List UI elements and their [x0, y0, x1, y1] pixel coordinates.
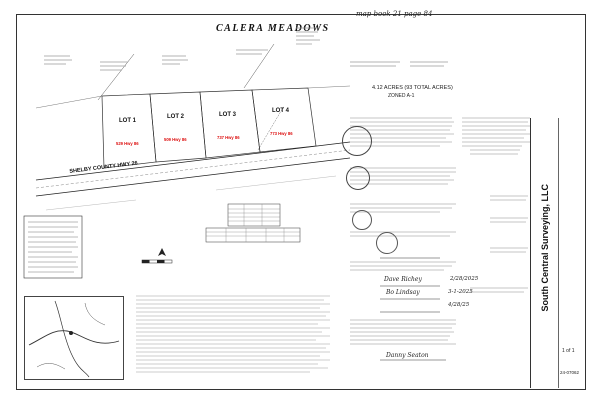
highway-line-top: [35, 141, 351, 181]
lot-4-label: LOT 4: [272, 108, 290, 114]
lot-2-bearing: 509 Hwy 86: [164, 137, 187, 142]
highway-line-bottom: [35, 157, 351, 197]
signature-date-2: 3-1-2025: [448, 289, 473, 295]
seal-stamp-3: [352, 210, 372, 230]
dimension-line-2: [215, 175, 337, 191]
signature-1: Dave Richey: [384, 276, 422, 283]
acreage-label: 4.12 ACRES (93 TOTAL ACRES): [372, 85, 453, 91]
parcel-line-left: [35, 95, 103, 109]
highway-line-center: [35, 149, 351, 189]
seal-stamp-2: [346, 166, 370, 190]
title-block: [530, 118, 585, 388]
parcel-line-right: [307, 85, 351, 89]
lot-4-bearing: 773 Hwy 86: [270, 131, 293, 136]
lot-1-label: LOT 1: [119, 118, 137, 124]
vicinity-map: [24, 296, 124, 380]
lot-2-label: LOT 2: [167, 114, 185, 120]
lot-3-bearing: 737 Hwy 86: [217, 135, 240, 140]
signature-date-1: 2/28/2025: [450, 276, 479, 282]
seal-stamp-4: [376, 232, 398, 254]
signature-date-3: 4/28/25: [448, 302, 470, 308]
job-number: 24-07062: [560, 370, 580, 375]
plat-drawing: [35, 43, 351, 211]
title-block-line-1: [558, 118, 559, 388]
plat-title: CALERA MEADOWS: [216, 23, 330, 34]
diagonal-line-3: [257, 105, 285, 151]
seal-stamp-1: [342, 126, 372, 156]
zoning-label: ZONED A-1: [388, 93, 415, 99]
surveyor-company: South Central Surveying, LLC: [540, 184, 550, 312]
sheet-number: 1 of 1: [562, 348, 575, 354]
map-book-annotation: map book 21 page 84: [356, 10, 433, 18]
signature-2: Bo Lindsay: [386, 289, 420, 296]
vicinity-map-drawing: [28, 300, 120, 378]
sheet-border: [16, 14, 586, 390]
lot-1-bearing: 529 Hwy 86: [116, 141, 139, 146]
diagonal-line-2: [243, 43, 275, 89]
signature-3: Danny Seaton: [386, 352, 429, 359]
lot-3-label: LOT 3: [219, 112, 237, 118]
dimension-line: [45, 199, 137, 211]
